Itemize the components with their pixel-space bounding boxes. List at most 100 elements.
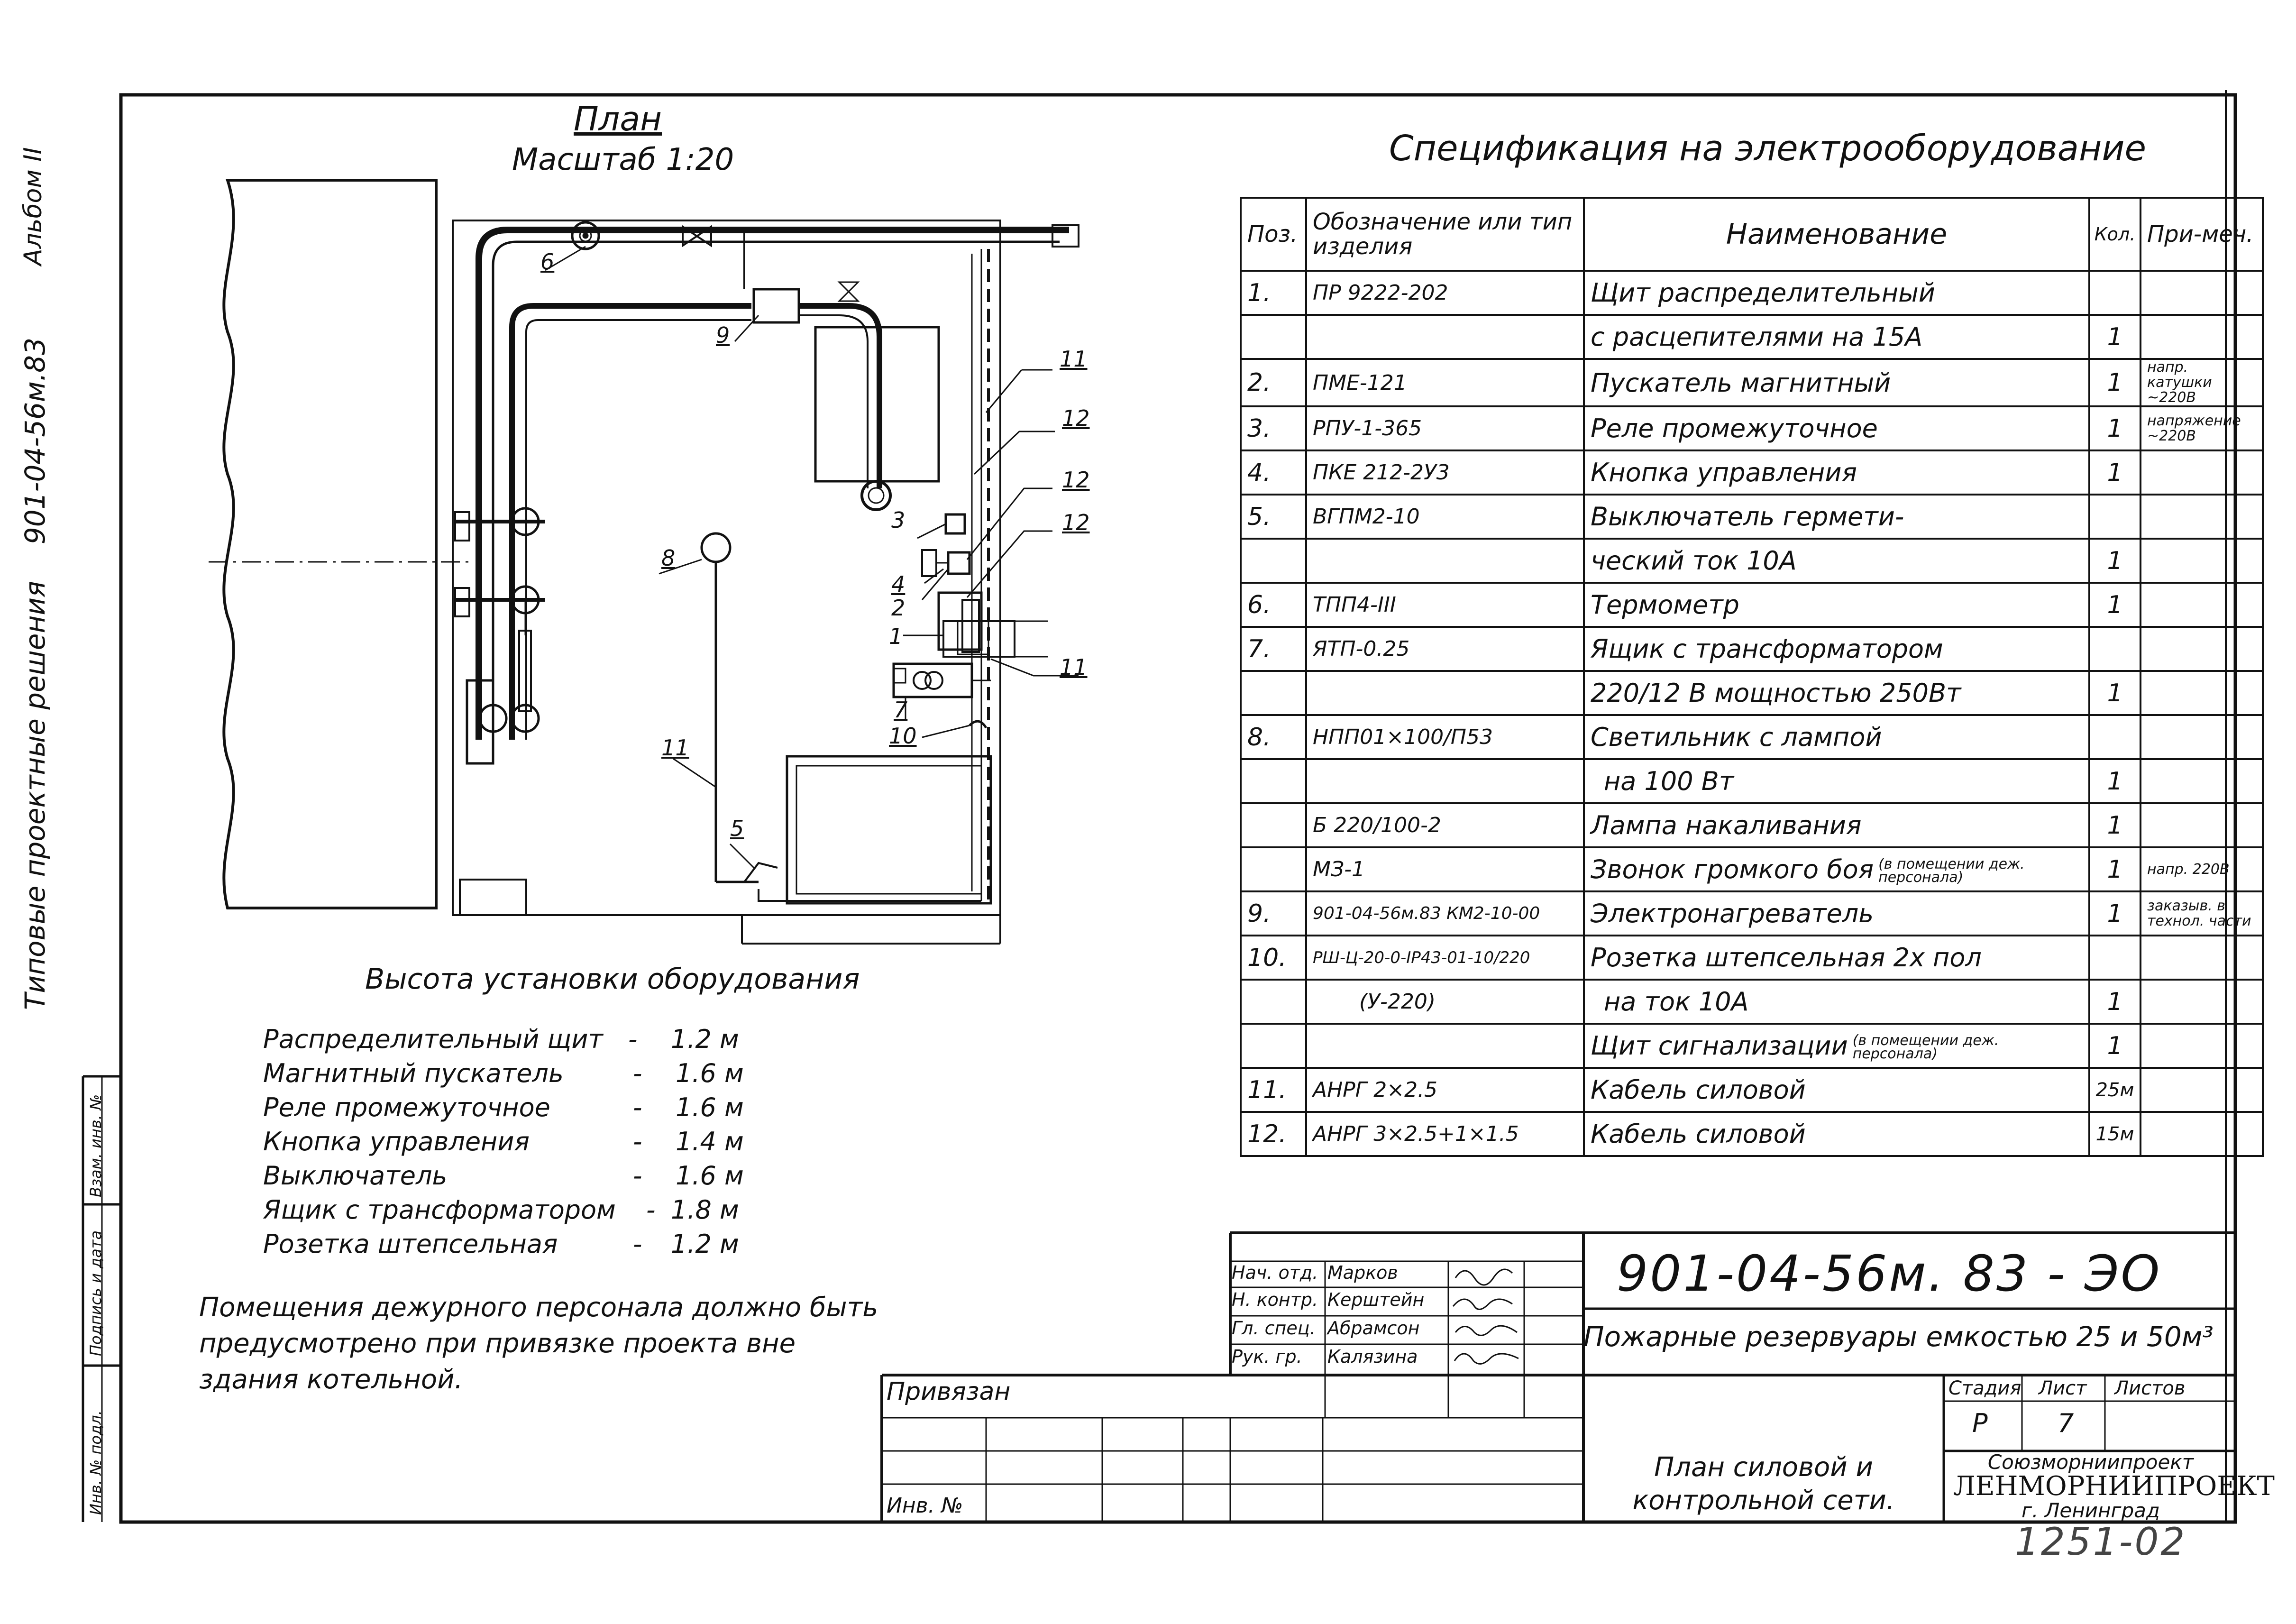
stamp-stage-label: Стадия — [1948, 1377, 2022, 1399]
org-line: г. Ленинград — [2022, 1499, 2160, 1522]
spec-name: с расцепителями на 15А — [1583, 314, 2090, 360]
spec-header-name: Наименование — [1583, 197, 2090, 272]
height-value: 1.4 м — [676, 1127, 744, 1156]
plan-label-11a: 11 — [1060, 346, 1088, 372]
spec-note — [2140, 979, 2264, 1025]
stamp-sheet: 7 — [2058, 1408, 2074, 1438]
spec-note — [2140, 450, 2264, 495]
stamp-role: Нач. отд. — [1232, 1262, 1318, 1283]
stamp-person: Марков — [1327, 1262, 1398, 1283]
stamp-role-row: Н. контр.Керштейн — [1232, 1289, 1424, 1310]
spec-pos: 2. — [1240, 358, 1307, 407]
note-line: предусмотрено при привязке проекта вне — [199, 1328, 796, 1359]
spec-pos: 6. — [1240, 582, 1307, 628]
height-dash: - — [633, 1127, 642, 1156]
spec-note — [2140, 1067, 2264, 1113]
plan-scale: Масштаб 1:20 — [512, 142, 734, 177]
height-name: Выключатель — [263, 1161, 448, 1191]
spec-name-cell: Звонок громкого боя(в помещении деж. пер… — [1583, 846, 2090, 892]
stamp-inv: Инв. № — [887, 1494, 963, 1518]
spec-pos: 9. — [1240, 890, 1307, 936]
spec-qty — [2088, 714, 2141, 760]
plan-label-12c: 12 — [1062, 510, 1090, 535]
height-row: Ящик с трансформатором-1.8 м — [263, 1195, 739, 1225]
spec-qty: 1 — [2088, 1023, 2141, 1069]
spec-qty: 1 — [2088, 450, 2141, 495]
spec-pos — [1240, 670, 1307, 716]
spec-note — [2140, 1111, 2264, 1157]
spec-qty — [2088, 270, 2141, 316]
spec-code: ВГПМ2-10 — [1305, 494, 1585, 540]
spec-note: напр. 220В — [2140, 846, 2264, 892]
spec-pos — [1240, 1023, 1307, 1069]
spec-note — [2140, 802, 2264, 848]
height-dash: - — [628, 1024, 638, 1054]
spec-note: заказыв. в технол. части — [2140, 890, 2264, 936]
spec-qty: 1 — [2088, 846, 2141, 892]
stamp-role-row: Гл. спец.Абрамсон — [1232, 1318, 1420, 1339]
spec-note — [2140, 1023, 2264, 1069]
spec-note — [2140, 758, 2264, 804]
spec-name-cell: Щит сигнализации(в помещении деж. персон… — [1583, 1023, 2090, 1069]
spec-code: ЯТП-0.25 — [1305, 626, 1585, 672]
note-line: здания котельной. — [199, 1364, 463, 1395]
height-name: Реле промежуточное — [263, 1092, 550, 1122]
spec-name: Ящик с трансформатором — [1583, 626, 2090, 672]
spec-name: на ток 10А — [1583, 979, 2090, 1025]
height-value: 1.6 м — [676, 1161, 744, 1191]
spec-qty: 1 — [2088, 582, 2141, 628]
plan-label-6: 6 — [540, 249, 555, 275]
height-row: Кнопка управления-1.4 м — [263, 1127, 744, 1156]
plan-label-12a: 12 — [1062, 405, 1090, 431]
height-dash: - — [646, 1195, 656, 1225]
stamp-person: Калязина — [1327, 1346, 1418, 1367]
spec-name: Щит сигнализации — [1591, 1030, 1848, 1061]
spec-table: Поз. Обозначение или тип изделия Наимено… — [1240, 197, 2264, 1157]
spec-pos — [1240, 538, 1307, 584]
spec-code — [1305, 538, 1585, 584]
spec-name-note: (в помещении деж. персонала) — [1852, 1032, 1999, 1063]
height-dash: - — [633, 1092, 642, 1122]
height-row: Распределительный щит-1.2 м — [263, 1024, 739, 1054]
spec-name: Кабель силовой — [1583, 1067, 2090, 1113]
height-name: Розетка штепсельная — [263, 1229, 558, 1259]
spec-header-row: Поз. Обозначение или тип изделия Наимено… — [1240, 197, 2264, 272]
spec-name: Кабель силовой — [1583, 1111, 2090, 1157]
spec-code: ПМЕ-121 — [1305, 358, 1585, 407]
plan-label-9: 9 — [716, 322, 730, 348]
stamp-project: Пожарные резервуары емкостью 25 и 50м³ — [1583, 1321, 2214, 1353]
spec-code: (У-220) — [1305, 979, 1585, 1025]
spec-code: Б 220/100-2 — [1305, 802, 1585, 848]
spec-note — [2140, 935, 2264, 981]
spec-code: РПУ-1-365 — [1305, 405, 1585, 451]
plan-label-7: 7 — [894, 697, 908, 723]
height-dash: - — [633, 1058, 642, 1088]
spec-note — [2140, 582, 2264, 628]
plan-label-4: 4 — [891, 571, 906, 597]
spec-name-note: (в помещении деж. персонала) — [1878, 856, 2025, 886]
spec-qty: 1 — [2088, 802, 2141, 848]
spec-qty: 1 — [2088, 979, 2141, 1025]
plan-title: План — [574, 100, 662, 138]
spec-pos — [1240, 758, 1307, 804]
spec-note: напряжение ~220В — [2140, 405, 2264, 451]
spec-pos — [1240, 979, 1307, 1025]
archive-number: 1251-02 — [2015, 1520, 2187, 1564]
height-value: 1.2 м — [671, 1024, 739, 1054]
spec-note — [2140, 494, 2264, 540]
height-name: Ящик с трансформатором — [263, 1195, 616, 1225]
spec-note — [2140, 314, 2264, 360]
plan-label-10: 10 — [889, 723, 917, 749]
spec-note — [2140, 626, 2264, 672]
